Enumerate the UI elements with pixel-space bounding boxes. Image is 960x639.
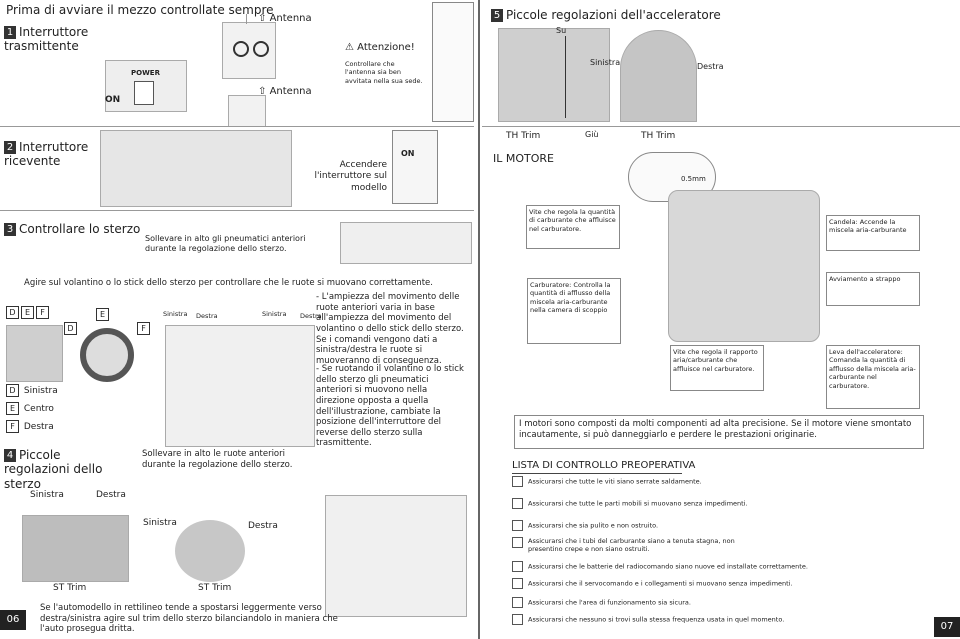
lr1-left: Sinistra [163, 310, 188, 318]
antenna-label-2: ⇧ Antenna [258, 86, 312, 97]
st-trim-label-2: ST Trim [198, 583, 232, 593]
th-trim-photo [498, 28, 610, 122]
su-label: Su [556, 26, 567, 35]
checkbox-3[interactable] [512, 520, 523, 531]
section-4-caption: Sollevare in alto le ruote anteriori dur… [142, 449, 293, 470]
left-footer-note: Se l'automodello in rettilineo tende a s… [40, 603, 338, 635]
st-trim-knob-illustration [175, 520, 245, 582]
transmitter-illustration [222, 22, 276, 79]
left-header: Prima di avviare il mezzo controllate se… [6, 3, 274, 17]
section-2-caption: Accendere l'interruttore sul modello [314, 160, 387, 193]
antenna-label-1: ⇧ Antenna [258, 13, 312, 24]
power-switch [134, 81, 154, 105]
car-lifted-illustration [340, 222, 472, 264]
antenna-detail-illustration [432, 2, 474, 122]
legend-e: E Centro [6, 400, 58, 418]
attention-text: Controllare che l'antenna sia ben avvita… [345, 60, 423, 85]
checkbox-1[interactable] [512, 476, 523, 487]
wheel-icon [80, 328, 134, 382]
page-number-left: 06 [0, 610, 26, 630]
steering-bullet-1: - L'ampiezza del movimento delle ruote a… [316, 292, 464, 366]
antenna-mount-illustration [228, 95, 266, 127]
updown-arrow [565, 36, 566, 118]
page-divider [478, 0, 480, 639]
th-right-label: Destra [697, 62, 724, 71]
checklist-item-2[interactable]: Assicurarsi che tutte le parti mobili si… [512, 498, 748, 509]
lr1-right: Destra [196, 312, 218, 320]
checkbox-5[interactable] [512, 561, 523, 572]
steering-bullet-2: - Se ruotando il volantino o lo stick de… [316, 364, 464, 449]
st-trim-photo [22, 515, 129, 582]
wheel-tag-e: E [96, 302, 111, 321]
checkbox-6[interactable] [512, 578, 523, 589]
steering-legend: D Sinistra E Centro F Destra [6, 382, 58, 436]
callout-rapporto: Vite che regola il rapporto aria/carbura… [670, 345, 764, 391]
checklist-item-5[interactable]: Assicurarsi che le batterie del radiocom… [512, 561, 808, 572]
engine-warning: I motori sono composti da molti componen… [514, 415, 924, 449]
legend-d: D Sinistra [6, 382, 58, 400]
wheel-tag-d: D [64, 316, 79, 335]
callout-carburatore: Carburatore: Controlla la quantità di af… [527, 278, 621, 344]
chassis-top-illustration [165, 325, 315, 447]
callout-avviamento: Avviamento a strappo [826, 272, 920, 306]
steering-stick-illustration [6, 325, 63, 382]
th-left-label: Sinistra [590, 58, 621, 67]
lr3-left: Sinistra [30, 490, 64, 500]
st-trim-label-1: ST Trim [53, 583, 87, 593]
lr2-left: Sinistra [262, 310, 287, 318]
checkbox-2[interactable] [512, 498, 523, 509]
car-trim-illustration [325, 495, 467, 617]
engine-illustration [668, 190, 820, 342]
section-3-caption: Sollevare in alto gli pneumatici anterio… [145, 234, 306, 253]
lr4-left: Sinistra [143, 518, 177, 528]
checklist-title: LISTA DI CONTROLLO PREOPERATIVA [512, 460, 696, 471]
checklist-item-6[interactable]: Assicurarsi che il servocomando e i coll… [512, 578, 793, 589]
th-trim-knob-illustration [620, 30, 697, 122]
th-trim-label-2: TH Trim [641, 131, 676, 141]
checklist-item-8[interactable]: Assicurarsi che nessuno si trovi sulla s… [512, 614, 784, 625]
engine-title: IL MOTORE [493, 152, 554, 165]
th-trim-label-1: TH Trim [506, 131, 541, 141]
checkbox-4[interactable] [512, 537, 523, 548]
lr2-right: Destra [300, 312, 322, 320]
checkbox-7[interactable] [512, 597, 523, 608]
transmitter-switch-illustration: POWER [105, 60, 187, 112]
checklist-item-7[interactable]: Assicurarsi che l'area di funzionamento … [512, 597, 691, 608]
lr3-right: Destra [96, 490, 126, 500]
receiver-chassis-illustration [100, 130, 292, 207]
lr4-right: Destra [248, 521, 278, 531]
wheel-tag-f: F [137, 316, 152, 335]
checklist-item-3[interactable]: Assicurarsi che sia pulito e non ostruit… [512, 520, 658, 531]
page-number-right: 07 [934, 617, 960, 637]
giu-label: Giù [585, 130, 599, 139]
checklist-item-4[interactable]: Assicurarsi che i tubi del carburante si… [512, 537, 752, 554]
checklist-item-1[interactable]: Assicurarsi che tutte le viti siano serr… [512, 476, 702, 487]
callout-carb-screw: Vite che regola la quantità di carburant… [526, 205, 620, 249]
callout-leva: Leva dell'acceleratore: Comanda la quant… [826, 345, 920, 409]
checkbox-8[interactable] [512, 614, 523, 625]
on-label-1: ON [105, 95, 121, 105]
receiver-switch-illustration: ON [392, 130, 438, 204]
steering-intro: Agire sul volantino o lo stick dello ste… [24, 278, 433, 288]
callout-candela: Candela: Accende la miscela aria-carbura… [826, 215, 920, 251]
attention-title: ⚠ Attenzione! [345, 42, 415, 53]
legend-f: F Destra [6, 418, 58, 436]
